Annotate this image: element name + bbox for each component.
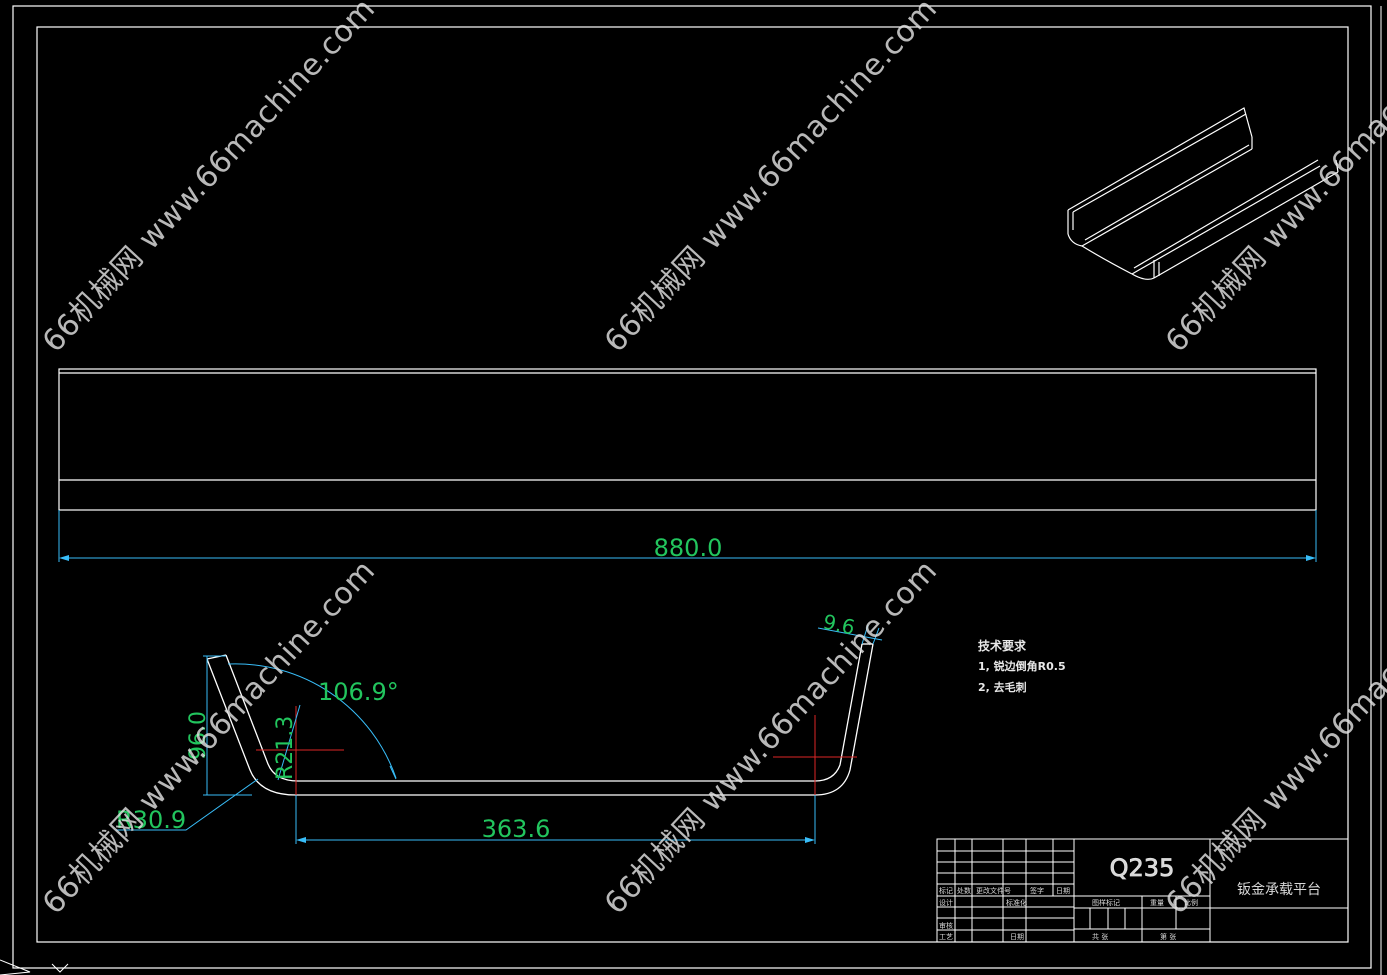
top-view bbox=[58, 368, 1317, 511]
dimension-363 bbox=[295, 795, 816, 844]
part-name-label: 钣金承载平台 bbox=[1237, 882, 1321, 898]
tb-check: 审核 bbox=[939, 921, 953, 930]
center-marks bbox=[256, 706, 857, 795]
outer-sheet-border bbox=[12, 5, 1372, 969]
material-label: Q235 bbox=[1110, 854, 1175, 882]
tb-process: 工艺 bbox=[939, 933, 953, 941]
tech-req-title: 技术要求 bbox=[978, 638, 1027, 653]
tech-req-item-2: 2, 去毛刺 bbox=[978, 680, 1027, 694]
tb-count: 处数 bbox=[957, 886, 971, 895]
ucs-icon bbox=[0, 959, 69, 975]
outer-radius-label: R30.9 bbox=[116, 806, 186, 834]
tb-scale: 比例 bbox=[1184, 898, 1198, 907]
dimension-880 bbox=[58, 510, 1317, 562]
lip-dimension bbox=[817, 624, 883, 645]
tb-design: 设计 bbox=[939, 898, 953, 907]
angle-dimension bbox=[227, 663, 397, 780]
tb-sheet-no: 第 张 bbox=[1160, 932, 1176, 941]
tb-date: 日期 bbox=[1056, 887, 1070, 895]
section-view bbox=[206, 643, 874, 796]
isometric-view bbox=[1067, 107, 1339, 280]
inner-radius-label: R21.3 bbox=[273, 716, 298, 780]
bottom-width-label: 363.6 bbox=[482, 815, 551, 843]
inner-sheet-border bbox=[36, 26, 1349, 943]
tb-mark: 标记 bbox=[939, 886, 953, 895]
inner-radius-leader bbox=[277, 704, 301, 781]
title-block bbox=[936, 838, 1349, 943]
tb-signature: 签字 bbox=[1030, 886, 1044, 895]
tb-sheet-total: 共 张 bbox=[1092, 932, 1108, 941]
tb-date2: 日期 bbox=[1010, 933, 1024, 941]
tb-stage-mark: 图样标记 bbox=[1092, 898, 1120, 907]
outer-radius-leader bbox=[116, 778, 259, 831]
tb-weight: 重量 bbox=[1150, 899, 1164, 907]
height-dimension bbox=[203, 655, 252, 796]
tech-req-item-1: 1, 锐边倒角R0.5 bbox=[978, 659, 1066, 673]
flange-height-label: 96.0 bbox=[186, 711, 211, 760]
tb-file-no: 更改文件号 bbox=[976, 886, 1011, 895]
overall-length-label: 880.0 bbox=[654, 534, 723, 562]
bend-angle-label: 106.9° bbox=[318, 678, 399, 706]
tb-standardize: 标准化 bbox=[1006, 898, 1027, 907]
lip-width-label: 9.6 bbox=[821, 609, 857, 639]
